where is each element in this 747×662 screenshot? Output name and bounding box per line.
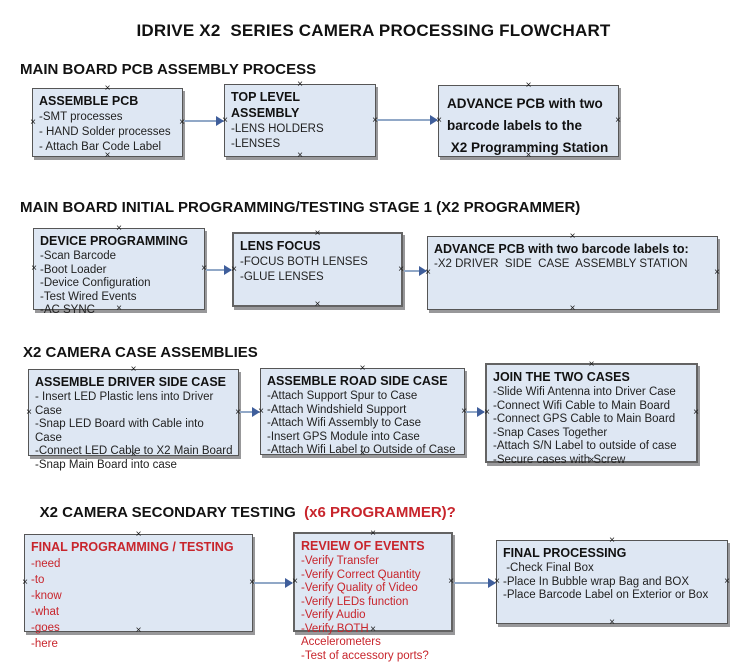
box-line: - Attach Bar Code Label xyxy=(39,141,162,153)
box-line: -Slide Wifi Antenna into Driver Case xyxy=(493,386,676,398)
connection-x-icon: × xyxy=(31,263,37,274)
box-line: -need xyxy=(31,558,61,570)
box-line: -Insert GPS Module into Case xyxy=(267,430,420,443)
box-title: ASSEMBLE ROAD SIDE CASE xyxy=(267,374,448,388)
box-line: -Test Wired Events xyxy=(40,290,137,303)
connection-x-icon: × xyxy=(22,577,28,588)
box-line: -Snap Main Board into case xyxy=(35,458,177,471)
connection-x-icon: × xyxy=(179,116,185,128)
box-title: DEVICE PROGRAMMING xyxy=(40,234,188,248)
flow-arrow xyxy=(454,578,496,588)
box-line: -Verify Quality of Video xyxy=(301,582,418,594)
box-line: -Attach Wifi Label to Outside of Case xyxy=(267,444,456,456)
box-line: -Verify Audio xyxy=(301,609,366,621)
box-line: -Connect LED Cable to X2 Main Board xyxy=(35,445,233,457)
connection-x-icon: × xyxy=(30,116,36,128)
box-line: -SMT processes xyxy=(39,111,123,123)
box-line: -know xyxy=(31,590,62,602)
flow-box-join-the-two-cases[interactable]: JOIN THE TWO CASES -Slide Wifi Antenna i… xyxy=(484,360,699,466)
box-line: -AC SYNC xyxy=(40,304,95,316)
connection-x-icon: × xyxy=(314,299,321,310)
flow-arrow xyxy=(404,266,427,276)
box-line: -Attach Windshield Support xyxy=(267,403,407,416)
flow-arrow xyxy=(466,407,485,417)
box-line: -Secure cases with Screw xyxy=(493,453,626,466)
box-line: -LENSES xyxy=(231,138,281,150)
section-heading-red-part: (x6 PROGRAMMER)? xyxy=(299,504,456,521)
box-title: ASSEMBLE PCB xyxy=(39,94,139,108)
connection-x-icon: × xyxy=(724,576,730,587)
box-line: -Boot Loader xyxy=(40,263,107,276)
box-line: -goes xyxy=(31,622,60,634)
box-line: -Attach Wifi Assembly to Case xyxy=(267,417,422,429)
box-line: -FOCUS BOTH LENSES xyxy=(240,256,368,268)
flow-box-final-programming-testing[interactable]: FINAL PROGRAMMING / TESTING -need -to -k… xyxy=(22,530,255,651)
flow-arrow xyxy=(206,265,232,275)
box-line: -Place Barcode Label on Exterior or Box xyxy=(503,589,709,601)
box-title: ADVANCE PCB with two barcode labels to: xyxy=(434,242,689,256)
box-line: -Check Final Box xyxy=(503,562,594,574)
flow-box-assemble-driver-side-case[interactable]: ASSEMBLE DRIVER SIDE CASE - Insert LED P… xyxy=(26,365,241,471)
box-line: -Verify LEDs function xyxy=(301,595,409,608)
box-line: -Connect GPS Cable to Main Board xyxy=(493,413,676,425)
connection-x-icon: × xyxy=(615,115,621,126)
box-line: -Connect Wifi Cable to Main Board xyxy=(493,399,671,412)
box-line: - Insert LED Plastic lens into Driver Ca… xyxy=(35,391,217,417)
flow-box-review-of-events[interactable]: REVIEW OF EVENTS -Verify Transfer -Verif… xyxy=(292,529,454,662)
box-line: -to xyxy=(31,574,45,586)
connection-x-icon: × xyxy=(609,617,615,628)
box-title: ADVANCE PCB with two barcode labels to t… xyxy=(447,96,609,155)
box-line: -GLUE LENSES xyxy=(240,271,324,283)
flow-box-device-programming[interactable]: DEVICE PROGRAMMING -Scan Barcode -Boot L… xyxy=(31,224,207,317)
connection-x-icon: × xyxy=(26,406,32,418)
box-line: -Snap LED Board with Cable into Case xyxy=(35,418,207,444)
box-line: -Verify Correct Quantity xyxy=(301,568,421,581)
flow-box-final-processing[interactable]: FINAL PROCESSING -Check Final Box -Place… xyxy=(494,536,730,628)
box-line: -Scan Barcode xyxy=(40,250,117,262)
flow-arrow xyxy=(254,578,293,588)
flow-arrow xyxy=(377,115,438,125)
section-heading-pcb-assembly: MAIN BOARD PCB ASSEMBLY PROCESS xyxy=(20,61,317,78)
box-line: -here xyxy=(31,638,58,650)
box-title: REVIEW OF EVENTS xyxy=(301,539,425,553)
box-line: -Snap Cases Together xyxy=(493,426,608,439)
flow-box-assemble-road-side-case[interactable]: ASSEMBLE ROAD SIDE CASE -Attach Support … xyxy=(258,364,467,459)
box-line: -Attach Support Spur to Case xyxy=(267,390,418,402)
box-line: -Place In Bubble wrap Bag and BOX xyxy=(503,575,690,588)
flow-box-top-level-assembly[interactable]: TOP LEVEL ASSEMBLY -LENS HOLDERS -LENSES… xyxy=(222,80,378,161)
flow-arrow xyxy=(184,116,224,126)
section-heading-initial-programming: MAIN BOARD INITIAL PROGRAMMING/TESTING S… xyxy=(20,199,581,216)
box-line: -what xyxy=(31,606,60,618)
section-heading-black-part: X2 CAMERA SECONDARY TESTING xyxy=(39,504,300,521)
connection-x-icon: × xyxy=(569,303,576,314)
box-line: -X2 DRIVER SIDE CASE ASSEMBLY STATION xyxy=(434,258,688,270)
section-heading-secondary-testing: X2 CAMERA SECONDARY TESTING (x6 PROGRAMM… xyxy=(23,487,456,538)
box-title: LENS FOCUS xyxy=(240,239,321,253)
flow-box-lens-focus[interactable]: LENS FOCUS -FOCUS BOTH LENSES -GLUE LENS… xyxy=(231,229,404,310)
connection-x-icon: × xyxy=(693,407,699,418)
box-line: -LENS HOLDERS xyxy=(231,123,324,135)
flow-box-assemble-pcb[interactable]: ASSEMBLE PCB -SMT processes - HAND Solde… xyxy=(30,84,185,161)
box-line: -Attach S/N Label to outside of case xyxy=(493,440,677,452)
connection-x-icon: × xyxy=(297,150,303,161)
box-line: -Test of accessory ports? xyxy=(301,649,429,662)
box-title: FINAL PROGRAMMING / TESTING xyxy=(31,540,234,554)
page-title: IDRIVE X2 SERIES CAMERA PROCESSING FLOWC… xyxy=(136,21,611,40)
box-title: FINAL PROCESSING xyxy=(503,546,627,560)
box-line: - HAND Solder processes xyxy=(39,126,171,138)
flow-arrow xyxy=(240,407,260,417)
box-title: TOP LEVEL ASSEMBLY xyxy=(231,90,303,120)
connection-x-icon: × xyxy=(714,267,720,278)
box-line: -Device Configuration xyxy=(40,277,151,289)
flow-box-advance-pcb-programming-station[interactable]: ADVANCE PCB with two barcode labels to t… xyxy=(436,81,621,161)
box-line: -Verify Transfer xyxy=(301,555,379,567)
box-title: ASSEMBLE DRIVER SIDE CASE xyxy=(35,375,227,389)
box-title: JOIN THE TWO CASES xyxy=(493,370,630,384)
box-line: -Verify BOTH Accelerometers xyxy=(301,622,381,649)
section-heading-case-assemblies: X2 CAMERA CASE ASSEMBLIES xyxy=(23,344,258,361)
flow-box-advance-pcb-case-assembly[interactable]: ADVANCE PCB with two barcode labels to: … xyxy=(425,232,720,314)
